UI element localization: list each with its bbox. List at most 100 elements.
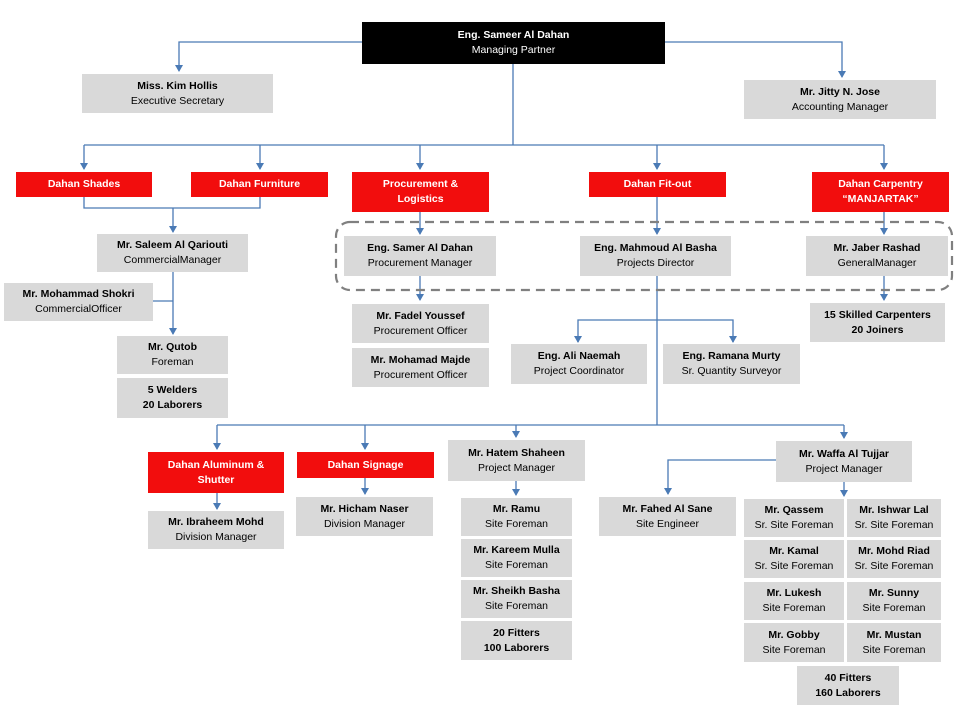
person-title: Project Manager <box>805 462 883 475</box>
person-name: Mr. Sheikh Basha <box>473 585 560 597</box>
site-foreman-box[interactable]: Mr. Mohd Riad Sr. Site Foreman <box>847 540 941 578</box>
commercial-officer-box[interactable]: Mr. Mohammad Shokri CommercialOfficer <box>4 283 153 321</box>
division-manager-box[interactable]: Mr. Ibraheem Mohd Division Manager <box>148 511 284 549</box>
procurement-officer-box[interactable]: Mr. Mohamad Majde Procurement Officer <box>352 348 489 387</box>
person-title: Site Foreman <box>762 643 826 656</box>
division-dahan-carpentry[interactable]: Dahan Carpentry “MANJARTAK” <box>812 172 949 212</box>
person-title: Executive Secretary <box>130 94 225 107</box>
person-name: Mr. Hatem Shaheen <box>468 446 565 459</box>
person-title: Division Manager <box>175 531 257 543</box>
person-title: CommercialManager <box>123 254 222 266</box>
management-group-outline <box>334 220 954 292</box>
division-label: Dahan Fit-out <box>623 178 692 190</box>
person-title: Sr. Site Foreman <box>854 519 934 531</box>
person-title: Accounting Manager <box>791 100 889 113</box>
managing-partner-box[interactable]: Eng. Sameer Al Dahan Managing Partner <box>362 22 665 64</box>
division-label: Dahan Shades <box>47 178 121 190</box>
person-title: Procurement Manager <box>367 257 473 269</box>
person-name: Mr. Mohammad Shokri <box>22 288 135 300</box>
person-title: Site Foreman <box>762 602 826 614</box>
person-name: Mr. Kareem Mulla <box>473 544 560 556</box>
workforce-line: 20 Laborers <box>142 399 203 411</box>
person-name: Mr. Jitty N. Jose <box>800 85 880 98</box>
division-dahan-signage[interactable]: Dahan Signage <box>297 452 434 478</box>
person-title: Site Engineer <box>635 517 700 530</box>
person-title: Sr. Site Foreman <box>754 560 834 572</box>
person-title: CommercialOfficer <box>35 303 122 315</box>
site-foreman-box[interactable]: Mr. Ramu Site Foreman <box>461 498 572 536</box>
person-name: Mr. Qassem <box>764 504 824 516</box>
division-label: Procurement & Logistics <box>382 178 459 205</box>
person-name: Mr. Fahed Al Sane <box>622 502 713 515</box>
person-title: Site Foreman <box>484 600 549 612</box>
site-foreman-box[interactable]: Mr. Sheikh Basha Site Foreman <box>461 580 572 618</box>
site-foreman-box[interactable]: Mr. Qassem Sr. Site Foreman <box>744 499 844 537</box>
connector <box>665 41 846 78</box>
quantity-surveyor-box[interactable]: Eng. Ramana Murty Sr. Quantity Surveyor <box>663 344 800 384</box>
person-name: Mr. Lukesh <box>766 587 822 599</box>
person-name: Mr. Waffa Al Tujjar <box>798 447 890 460</box>
person-name: Mr. Ishwar Lal <box>859 504 929 516</box>
person-name: Mr. Sunny <box>868 587 920 599</box>
accounting-manager-box[interactable]: Mr. Jitty N. Jose Accounting Manager <box>744 80 936 119</box>
person-title: Site Foreman <box>484 518 549 530</box>
division-dahan-aluminum[interactable]: Dahan Aluminum & Shutter <box>148 452 284 493</box>
division-label: Dahan Furniture <box>218 178 301 190</box>
workforce-line: 20 Joiners <box>851 323 904 336</box>
site-foreman-box[interactable]: Mr. Kamal Sr. Site Foreman <box>744 540 844 578</box>
division-manager-box[interactable]: Mr. Hicham Naser Division Manager <box>296 497 433 536</box>
commercial-manager-box[interactable]: Mr. Saleem Al Qariouti CommercialManager <box>97 234 248 272</box>
workforce-box[interactable]: 5 Welders 20 Laborers <box>117 378 228 418</box>
person-name: Mr. Qutob <box>148 341 197 353</box>
person-name: Eng. Samer Al Dahan <box>367 242 473 254</box>
site-foreman-box[interactable]: Mr. Sunny Site Foreman <box>847 582 941 620</box>
division-dahan-shades[interactable]: Dahan Shades <box>16 172 152 197</box>
workforce-line: 15 Skilled Carpenters <box>824 308 931 321</box>
site-foreman-box[interactable]: Mr. Ishwar Lal Sr. Site Foreman <box>847 499 941 537</box>
site-foreman-box[interactable]: Mr. Gobby Site Foreman <box>744 623 844 662</box>
person-name: Miss. Kim Hollis <box>137 79 218 92</box>
division-dahan-fitout[interactable]: Dahan Fit-out <box>589 172 726 197</box>
division-label: Dahan Carpentry “MANJARTAK” <box>838 178 923 205</box>
person-title: Managing Partner <box>471 44 556 56</box>
person-name: Eng. Sameer Al Dahan <box>457 29 570 41</box>
foreman-box[interactable]: Mr. Qutob Foreman <box>117 336 228 374</box>
person-name: Mr. Gobby <box>768 628 820 641</box>
division-procurement-logistics[interactable]: Procurement & Logistics <box>352 172 489 212</box>
person-title: Division Manager <box>323 517 406 530</box>
connector <box>664 459 776 495</box>
division-label: Dahan Aluminum & Shutter <box>167 458 265 486</box>
site-engineer-box[interactable]: Mr. Fahed Al Sane Site Engineer <box>599 497 736 536</box>
procurement-officer-box[interactable]: Mr. Fadel Youssef Procurement Officer <box>352 304 489 343</box>
site-foreman-box[interactable]: Mr. Lukesh Site Foreman <box>744 582 844 620</box>
workforce-line: 100 Laborers <box>483 641 550 654</box>
person-name: Eng. Ali Naemah <box>537 350 621 362</box>
division-label: Dahan Signage <box>327 458 404 471</box>
person-name: Mr. Kamal <box>769 545 819 557</box>
person-title: Project Coordinator <box>533 365 625 377</box>
person-name: Mr. Mustan <box>866 628 922 641</box>
connector <box>577 319 734 342</box>
project-manager-box[interactable]: Mr. Hatem Shaheen Project Manager <box>448 440 585 481</box>
person-title: Sr. Quantity Surveyor <box>681 365 782 377</box>
site-foreman-box[interactable]: Mr. Kareem Mulla Site Foreman <box>461 539 572 577</box>
project-manager-box[interactable]: Mr. Waffa Al Tujjar Project Manager <box>776 441 912 482</box>
projects-director-box[interactable]: Eng. Mahmoud Al Basha Projects Director <box>580 236 731 276</box>
executive-secretary-box[interactable]: Miss. Kim Hollis Executive Secretary <box>82 74 273 113</box>
person-name: Mr. Mohd Riad <box>858 545 930 557</box>
general-manager-box[interactable]: Mr. Jaber Rashad GeneralManager <box>806 236 948 276</box>
person-name: Mr. Jaber Rashad <box>833 242 921 254</box>
workforce-box[interactable]: 20 Fitters 100 Laborers <box>461 621 572 660</box>
procurement-manager-box[interactable]: Eng. Samer Al Dahan Procurement Manager <box>344 236 496 276</box>
connector <box>83 197 261 209</box>
person-title: Procurement Officer <box>373 324 468 337</box>
person-title: Site Foreman <box>484 559 549 571</box>
workforce-box[interactable]: 40 Fitters 160 Laborers <box>797 666 899 705</box>
person-title: Sr. Site Foreman <box>854 560 934 572</box>
site-foreman-box[interactable]: Mr. Mustan Site Foreman <box>847 623 941 662</box>
workforce-box[interactable]: 15 Skilled Carpenters 20 Joiners <box>810 303 945 342</box>
division-dahan-furniture[interactable]: Dahan Furniture <box>191 172 328 197</box>
project-coordinator-box[interactable]: Eng. Ali Naemah Project Coordinator <box>511 344 647 384</box>
workforce-line: 40 Fitters <box>824 671 872 684</box>
